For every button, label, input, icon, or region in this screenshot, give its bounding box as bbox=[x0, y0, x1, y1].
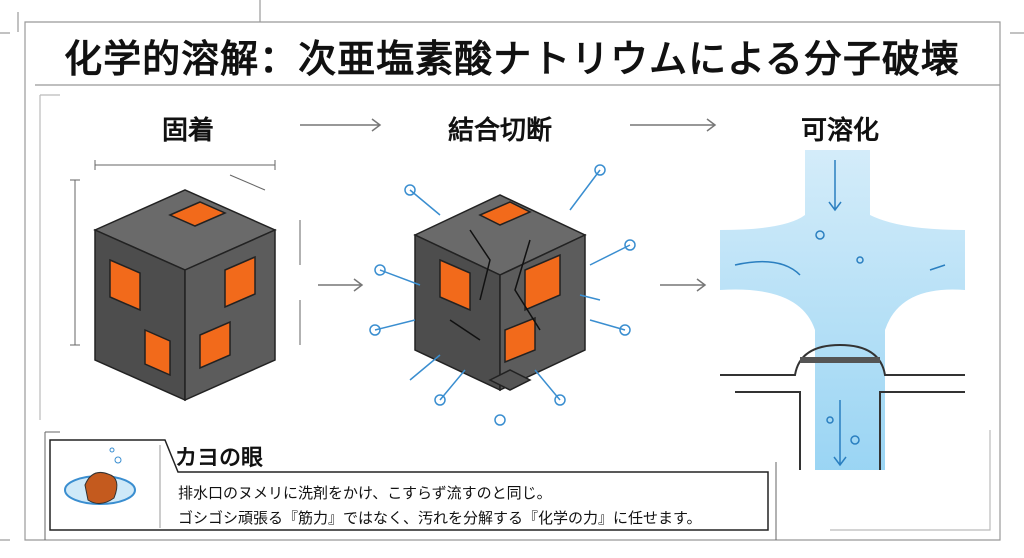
note-title: カヨの眼 bbox=[175, 446, 264, 471]
bonded-cube-illustration bbox=[70, 160, 301, 402]
note-line-2: ゴシゴシ頑張る『筋力』ではなく、汚れを分解する『化学の力』に任せます。 bbox=[178, 509, 702, 527]
bond-breaking-illustration bbox=[369, 164, 636, 426]
note-box-frame bbox=[44, 431, 777, 540]
dissolving-water-illustration bbox=[720, 150, 965, 470]
stage-label-bonded: 固着 bbox=[161, 116, 214, 146]
stage-label-bond-breaking: 結合切断 bbox=[447, 116, 552, 146]
drain-slime-icon bbox=[64, 447, 136, 505]
page-title: 化学的溶解：次亜塩素酸ナトリウムによる分子破壊 bbox=[64, 37, 960, 81]
stage-label-solubilized: 可溶化 bbox=[800, 116, 879, 146]
flow-arrows bbox=[300, 118, 717, 292]
note-line-1: 排水口のヌメリに洗剤をかけ、こすらず流すのと同じ。 bbox=[178, 484, 552, 502]
frame bbox=[0, 0, 1024, 541]
